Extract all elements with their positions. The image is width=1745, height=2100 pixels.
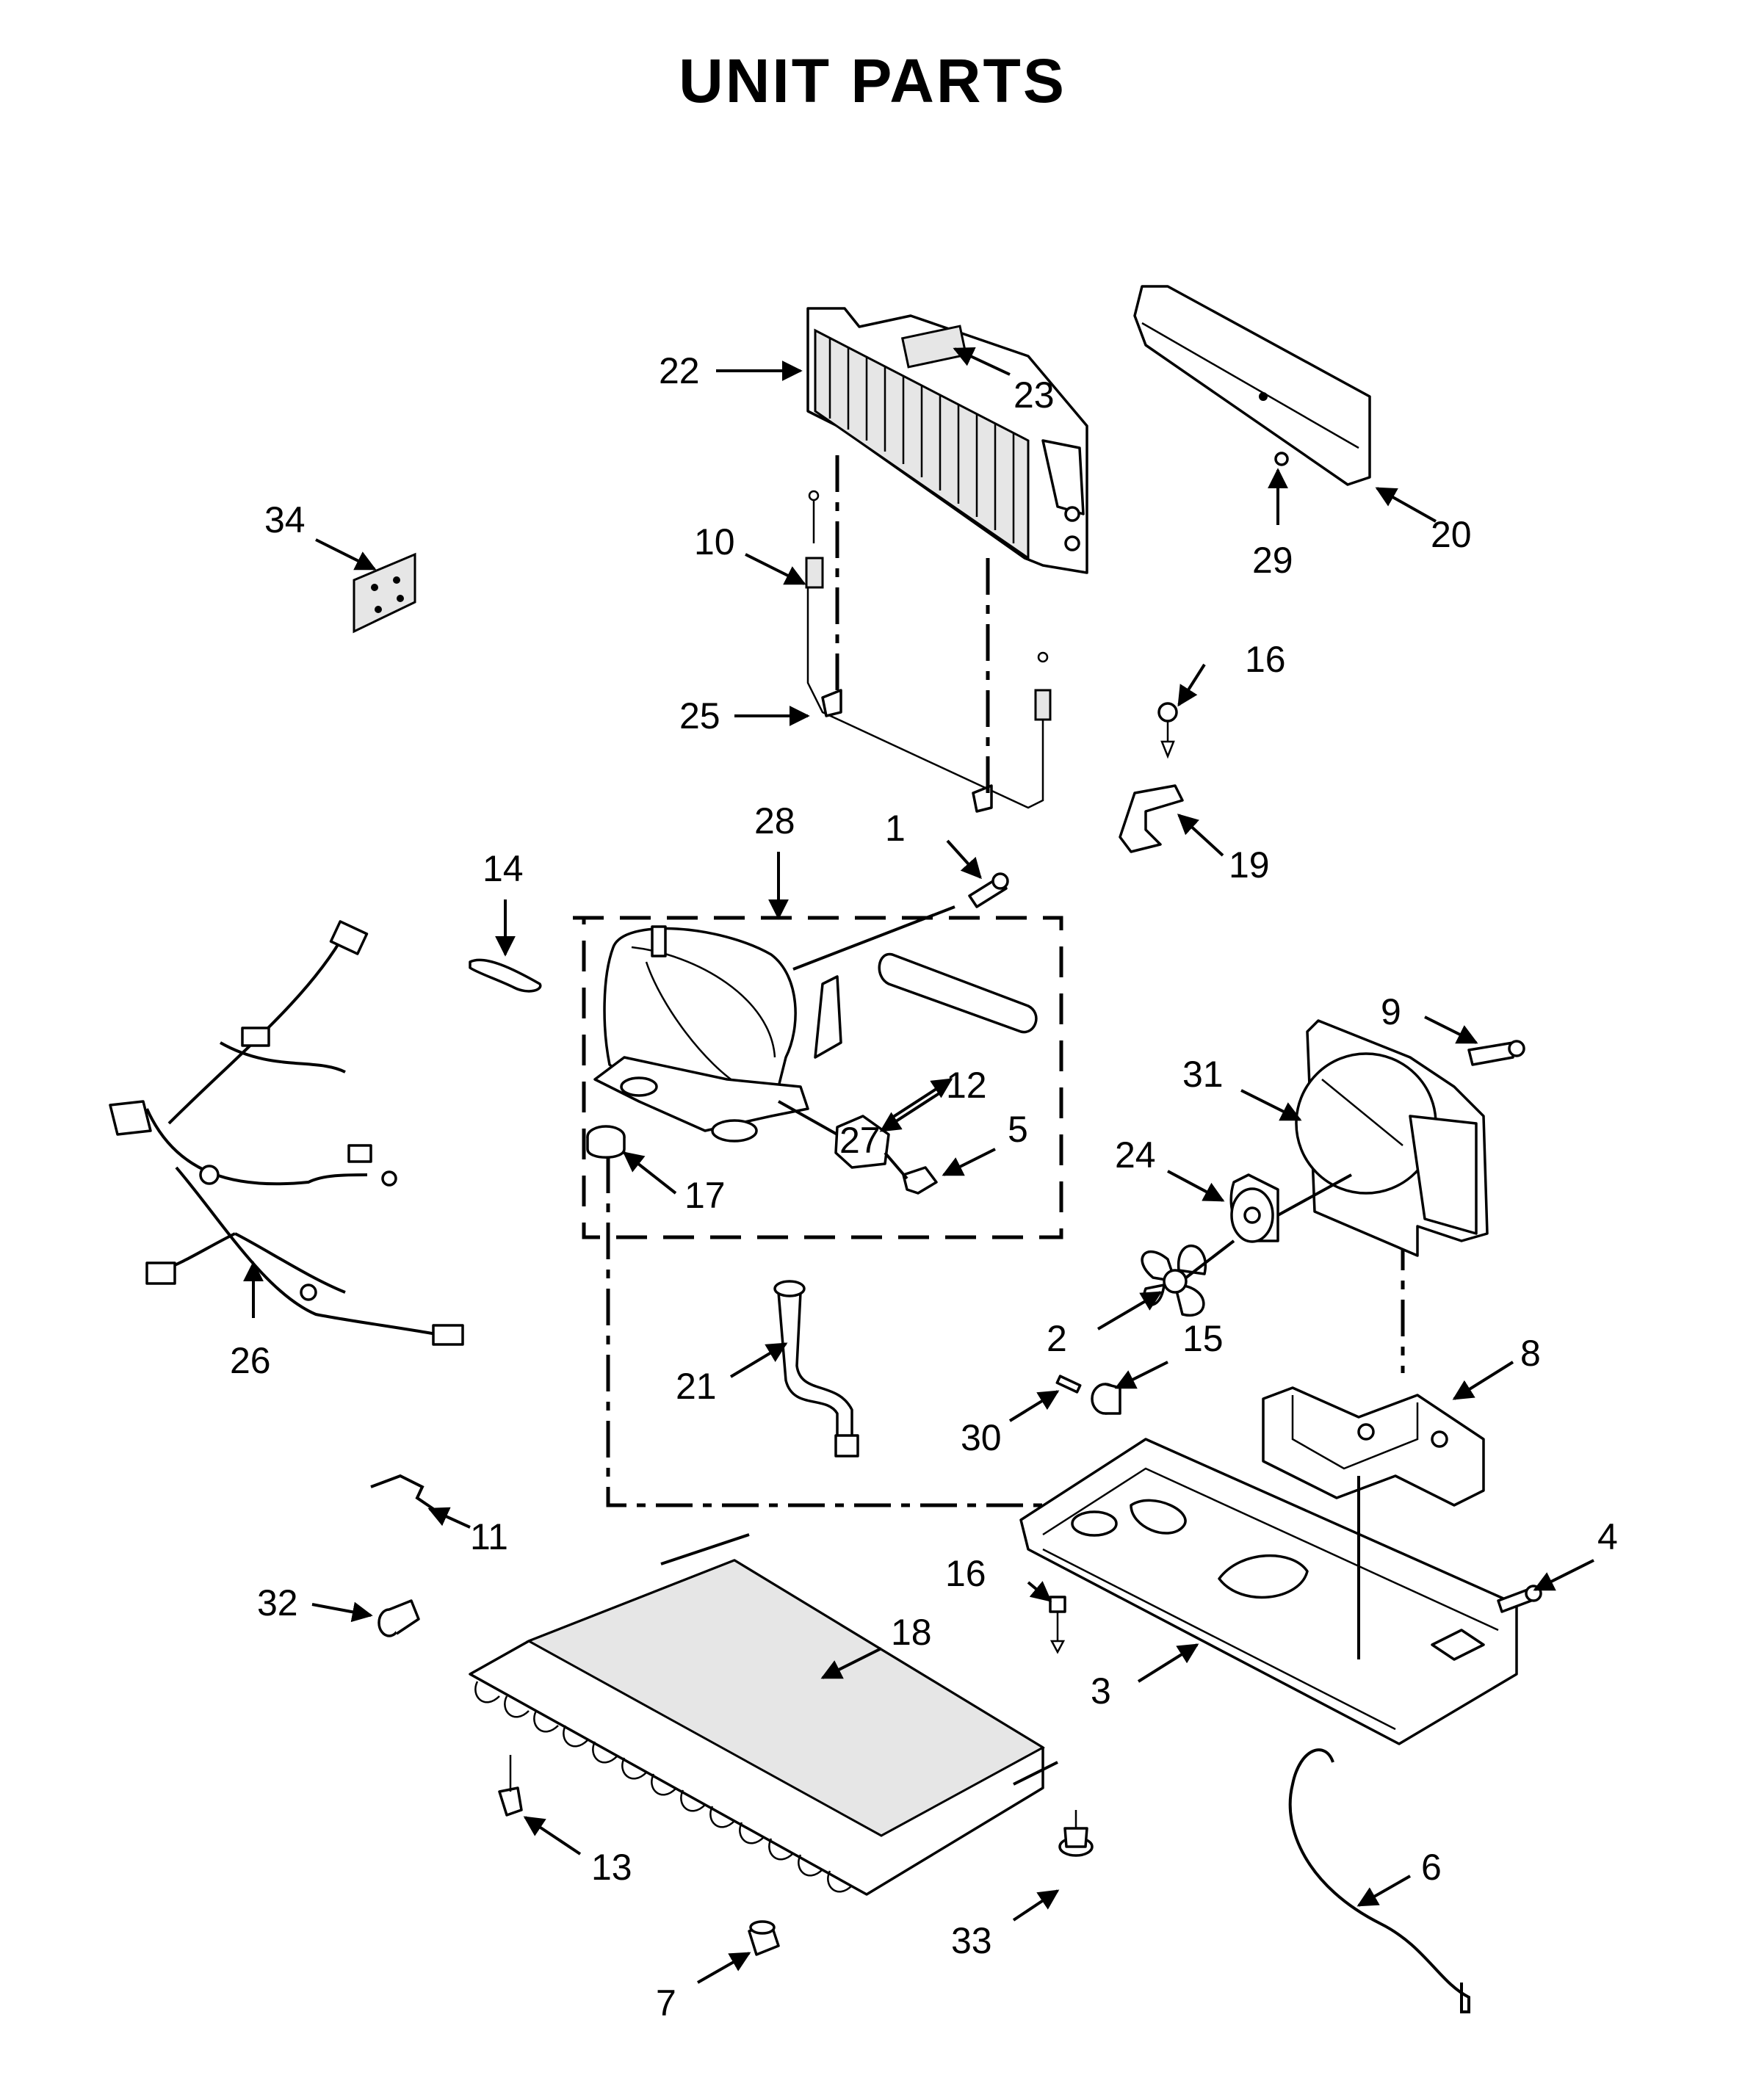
callout-3: 3 bbox=[1091, 1670, 1111, 1712]
cover-screw-part bbox=[1274, 452, 1289, 466]
callout-21: 21 bbox=[676, 1366, 717, 1407]
callout-19: 19 bbox=[1229, 844, 1270, 886]
callout-34: 34 bbox=[264, 499, 306, 540]
compressor-assembly-boundary bbox=[573, 916, 1063, 1239]
callout-24: 24 bbox=[1115, 1134, 1156, 1176]
callout-25: 25 bbox=[679, 695, 720, 736]
callout-1: 1 bbox=[885, 808, 906, 849]
filter-drier-part bbox=[878, 952, 1038, 1034]
label-part bbox=[900, 325, 968, 369]
strap-part bbox=[469, 958, 542, 993]
callout-2: 2 bbox=[1047, 1318, 1067, 1359]
callout-28: 28 bbox=[754, 800, 795, 841]
base-plate-part bbox=[1019, 1438, 1518, 1745]
wire-harness-part bbox=[109, 920, 464, 1346]
alignment-line bbox=[606, 1156, 1146, 1507]
callout-5: 5 bbox=[1008, 1109, 1028, 1150]
callout-11: 11 bbox=[470, 1516, 508, 1557]
condenser-clip-part bbox=[498, 1755, 523, 1817]
callout-16b: 16 bbox=[945, 1553, 986, 1594]
screw-4-part bbox=[1497, 1585, 1542, 1613]
fan-shroud-part bbox=[1295, 1019, 1489, 1257]
wire-clip-part bbox=[370, 1474, 435, 1510]
fan-blade-part bbox=[1141, 1239, 1235, 1317]
bracket-part bbox=[1119, 784, 1184, 853]
callout-30: 30 bbox=[961, 1417, 1002, 1458]
control-board-part bbox=[353, 552, 416, 634]
callout-31: 31 bbox=[1182, 1054, 1224, 1095]
callout-15: 15 bbox=[1182, 1318, 1224, 1359]
damper-part bbox=[1091, 1383, 1121, 1415]
screw-part bbox=[1157, 702, 1178, 759]
callout-10: 10 bbox=[694, 521, 735, 562]
page-title: UNIT PARTS bbox=[679, 46, 1066, 115]
callout-14: 14 bbox=[483, 848, 524, 889]
tube-part bbox=[1288, 1748, 1470, 2013]
callout-9: 9 bbox=[1381, 991, 1401, 1032]
compressor-part bbox=[593, 925, 842, 1143]
callout-22: 22 bbox=[659, 350, 700, 391]
grommet-part bbox=[586, 1125, 626, 1159]
spacer-part bbox=[748, 1920, 780, 1956]
callout-18: 18 bbox=[891, 1612, 932, 1653]
callout-23: 23 bbox=[1014, 374, 1055, 416]
evaporator-cover-part bbox=[1133, 285, 1371, 486]
callout-12: 12 bbox=[946, 1065, 987, 1106]
callout-4: 4 bbox=[1597, 1516, 1618, 1557]
drain-tube-part bbox=[773, 1280, 859, 1458]
tube-line bbox=[792, 905, 955, 971]
pin-part bbox=[1055, 1375, 1082, 1394]
callout-20: 20 bbox=[1431, 514, 1472, 555]
plug-part bbox=[377, 1599, 420, 1637]
callout-13: 13 bbox=[591, 1847, 632, 1888]
callout-16a: 16 bbox=[1245, 639, 1286, 680]
screw-16-lower-part bbox=[1049, 1596, 1066, 1654]
callout-labels: 1 2 3 4 5 6 7 8 9 10 11 12 13 14 15 16 1… bbox=[230, 350, 1618, 2024]
relay-part bbox=[778, 1100, 890, 1169]
callout-7: 7 bbox=[656, 1983, 676, 2024]
callout-8: 8 bbox=[1520, 1333, 1541, 1374]
callout-27: 27 bbox=[839, 1120, 881, 1161]
callout-26: 26 bbox=[230, 1340, 271, 1381]
condenser-grommet-part bbox=[1058, 1810, 1094, 1857]
callout-17: 17 bbox=[684, 1175, 726, 1216]
callout-32: 32 bbox=[257, 1582, 298, 1623]
callout-6: 6 bbox=[1421, 1847, 1442, 1888]
condenser-part bbox=[469, 1533, 1058, 1896]
callout-33: 33 bbox=[951, 1920, 992, 1961]
control-housing-part bbox=[1262, 1386, 1485, 1507]
screw-1-part bbox=[968, 872, 1009, 908]
fan-motor-part bbox=[1229, 1173, 1352, 1243]
overload-cap-part bbox=[884, 1151, 938, 1195]
callout-29: 29 bbox=[1252, 540, 1293, 581]
defrost-heater-part bbox=[805, 490, 1052, 813]
evaporator-part bbox=[806, 307, 1088, 574]
callout-leaders bbox=[243, 347, 1594, 1984]
screw-9-part bbox=[1467, 1040, 1525, 1066]
